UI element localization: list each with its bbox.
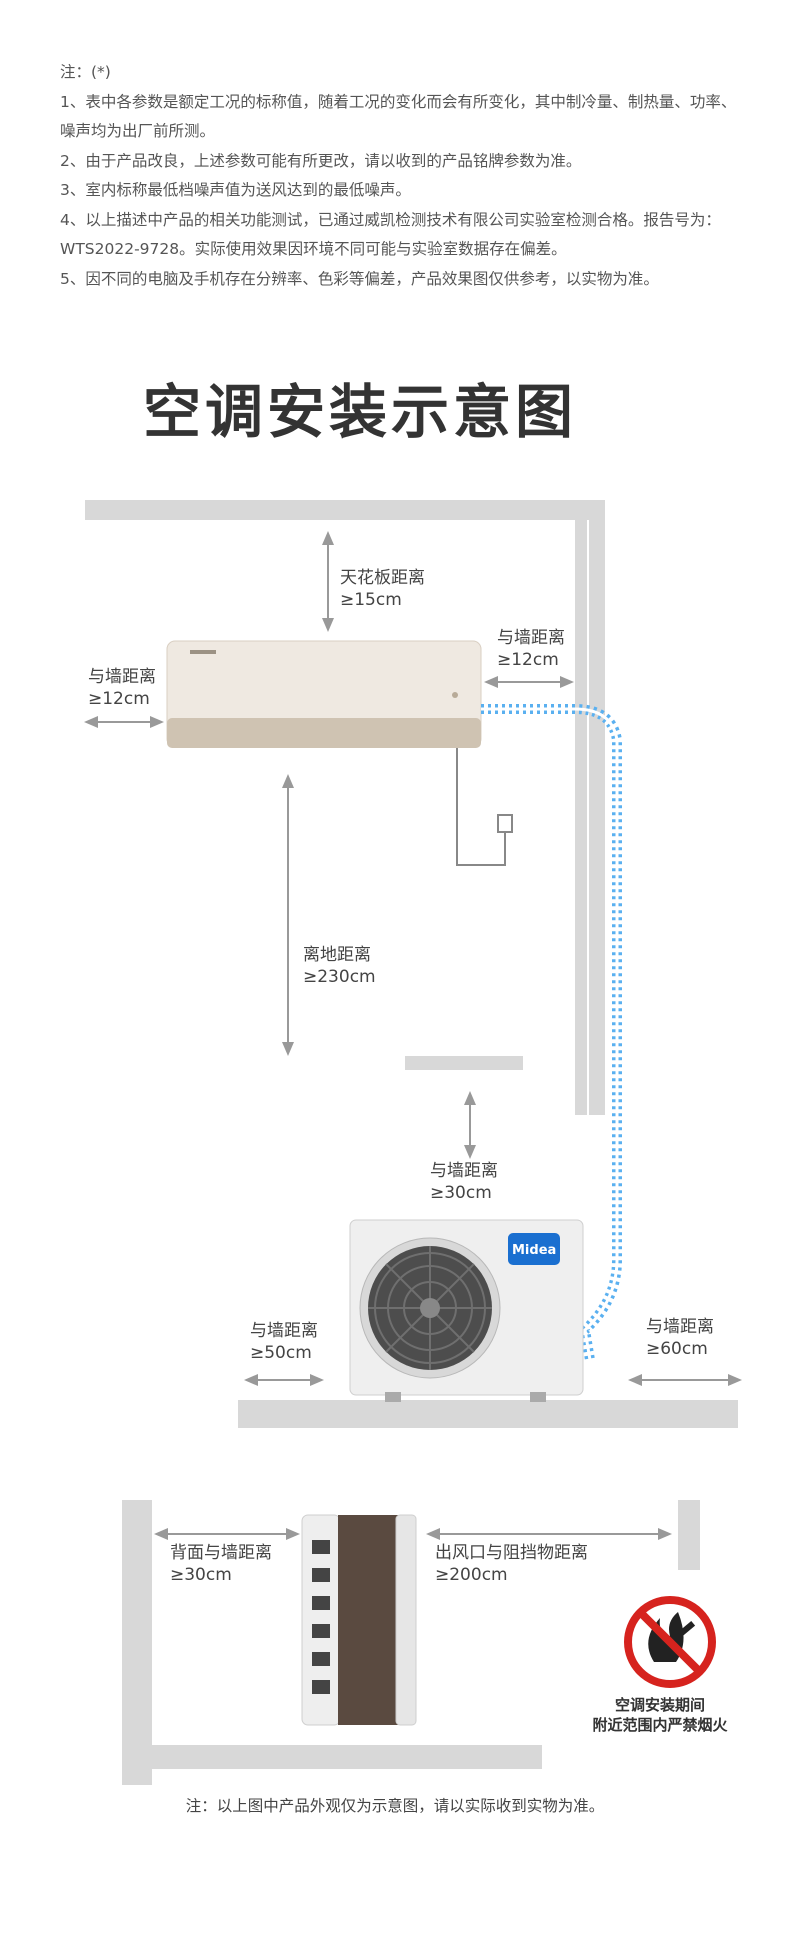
footnote: 注：以上图中产品外观仅为示意图，请以实际收到实物为准。	[185, 1797, 605, 1815]
outdoor-left-gap-label: 与墙距离 ≥50cm	[250, 1320, 318, 1364]
side-front-gap-value: ≥200cm	[435, 1565, 508, 1585]
shelf-bar	[405, 1056, 523, 1070]
outdoor-top-gap-text: 与墙距离	[430, 1161, 498, 1181]
side-back-gap-text: 背面与墙距离	[170, 1543, 272, 1563]
note-item-5: 5、因不同的电脑及手机存在分辨率、色彩等偏差，产品效果图仅供参考，以实物为准。	[60, 269, 659, 288]
side-floor	[152, 1745, 542, 1769]
outdoor-right-gap-text: 与墙距离	[646, 1317, 714, 1337]
indoor-unit	[166, 640, 482, 748]
notes-block: 注：(*) 1、表中各参数是额定工况的标称值，随着工况的变化而会有所变化，其中制…	[60, 58, 750, 294]
outdoor-right-gap-label: 与墙距离 ≥60cm	[646, 1316, 714, 1360]
outdoor-left-gap-value: ≥50cm	[250, 1343, 312, 1363]
side-back-gap-value: ≥30cm	[170, 1565, 232, 1585]
brand-logo: Midea	[512, 1243, 557, 1258]
outdoor-unit	[349, 1219, 584, 1402]
brand-badge	[508, 1233, 560, 1265]
left-wall-gap-text: 与墙距离	[88, 667, 156, 687]
outdoor-top-gap-label: 与墙距离 ≥30cm	[430, 1160, 498, 1204]
right-wall-gap-text: 与墙距离	[497, 628, 565, 648]
right-wall-gap-label: 与墙距离 ≥12cm	[497, 627, 565, 671]
side-back-gap-label: 背面与墙距离 ≥30cm	[170, 1542, 272, 1586]
page-title: 空调安装示意图	[142, 378, 577, 446]
note-item-2: 2、由于产品改良，上述参数可能有所更改，请以收到的产品铭牌参数为准。	[60, 151, 582, 170]
outdoor-top-gap-value: ≥30cm	[430, 1183, 492, 1203]
outdoor-right-gap-value: ≥60cm	[646, 1339, 708, 1359]
side-back-wall	[122, 1500, 152, 1785]
ceiling-gap-text: 天花板距离	[340, 568, 425, 588]
ground-floor	[238, 1400, 738, 1428]
outdoor-left-gap-text: 与墙距离	[250, 1321, 318, 1341]
no-fire-icon	[624, 1596, 716, 1688]
warning-line-1: 空调安装期间	[614, 1696, 705, 1714]
left-wall-gap-value: ≥12cm	[88, 689, 150, 709]
ceiling-gap-value: ≥15cm	[340, 590, 402, 610]
left-wall-gap-label: 与墙距离 ≥12cm	[88, 666, 156, 710]
note-item-4: 4、以上描述中产品的相关功能测试，已通过威凯检测技术有限公司实验室检测合格。报告…	[60, 210, 721, 259]
side-obstacle	[678, 1500, 700, 1570]
warning-text: 空调安装期间 附近范围内严禁烟火	[580, 1695, 740, 1735]
side-front-gap-label: 出风口与阻挡物距离 ≥200cm	[435, 1542, 588, 1586]
drain-pipe	[456, 748, 506, 866]
side-front-gap-text: 出风口与阻挡物距离	[435, 1543, 588, 1563]
notes-heading: 注：(*)	[60, 63, 111, 81]
floor-gap-label: 离地距离 ≥230cm	[303, 944, 376, 988]
floor-gap-text: 离地距离	[303, 945, 371, 965]
ceiling-gap-label: 天花板距离 ≥15cm	[340, 567, 425, 611]
ceiling-wall	[85, 500, 605, 520]
warning-line-2: 附近范围内严禁烟火	[592, 1716, 728, 1734]
note-item-3: 3、室内标称最低档噪声值为送风达到的最低噪声。	[60, 181, 411, 199]
floor-gap-value: ≥230cm	[303, 967, 376, 987]
right-wall	[575, 500, 605, 1115]
right-wall-gap-value: ≥12cm	[497, 650, 559, 670]
note-item-1: 1、表中各参数是额定工况的标称值，随着工况的变化而会有所变化，其中制冷量、制热量…	[60, 92, 737, 141]
refrigerant-pipe	[481, 704, 622, 1361]
outdoor-unit-side	[301, 1514, 417, 1726]
